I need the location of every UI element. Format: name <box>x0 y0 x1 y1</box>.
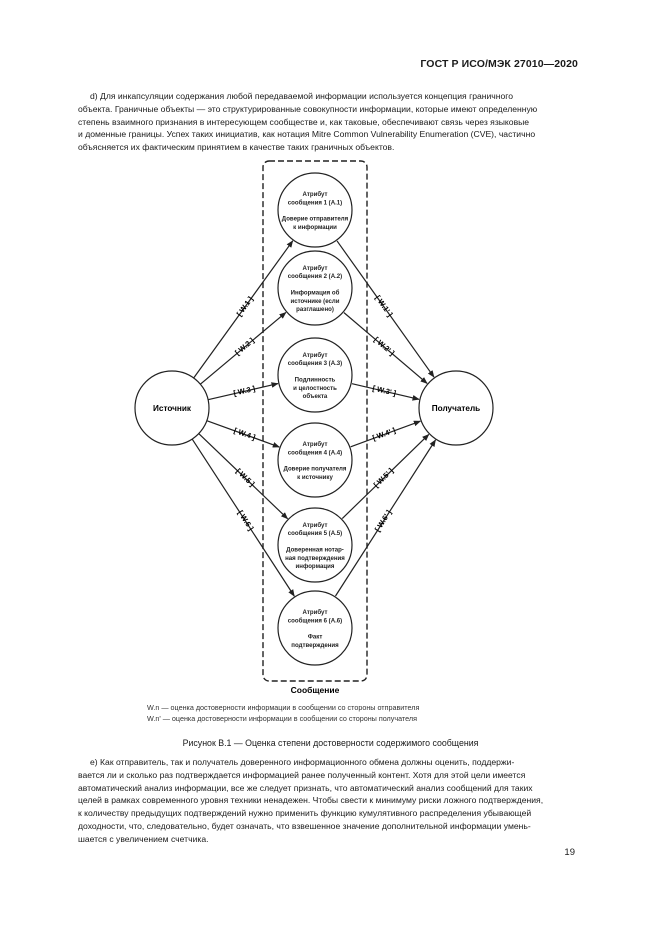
receiver-arrow <box>336 240 435 378</box>
receiver-weight-label: [ W.5' ] <box>372 466 396 489</box>
sender-arrow <box>198 433 289 520</box>
paragraph-e-line: e) Как отправитель, так и получатель дов… <box>90 757 515 767</box>
paragraph-d-line: объясняется их фактическим принятием в к… <box>78 142 395 153</box>
paragraph-e-line: доходности, что, следовательно, будет оз… <box>78 820 531 831</box>
attribute-text: Доверие отправителя <box>282 216 349 223</box>
sender-arrow <box>191 438 295 597</box>
paragraph-d-line: объекта. Граничные объекты — это структу… <box>78 103 538 114</box>
paragraph-d-line: степень взаимного признания в интересующ… <box>78 116 530 127</box>
attribute-node <box>277 172 353 248</box>
attribute-text: сообщения 6 (А.6) <box>288 617 342 624</box>
paragraph-d-line: d) Для инкапсуляции содержания любой пер… <box>90 91 514 101</box>
receiver-weight-label: [ W.2' ] <box>372 335 396 358</box>
paragraph-e-line: шается с увеличением счетчика. <box>78 833 209 844</box>
sender-arrow <box>199 311 287 385</box>
paragraph-e-line: к количеству предыдущих подтверждений ну… <box>78 808 532 819</box>
attribute-text: ная подтверждения <box>285 555 345 562</box>
legend-line-receiver: W.n' — оценка достоверности информации в… <box>147 714 417 723</box>
attribute-node <box>277 337 353 413</box>
paragraph-e: e) Как отправитель, так и получатель дов… <box>78 756 583 846</box>
attribute-text: Атрибут <box>303 352 328 359</box>
attribute-text: Информация об <box>291 290 340 297</box>
sender-arrow <box>207 382 279 401</box>
attribute-node <box>277 590 353 666</box>
source-label: Источник <box>153 404 192 413</box>
attribute-text: Факт <box>308 634 323 641</box>
attribute-text: Атрибут <box>303 265 328 272</box>
sender-weight-label: [ W.2 ] <box>233 336 256 357</box>
figure-caption: Рисунок В.1 — Оценка степени достовернос… <box>182 738 479 748</box>
attribute-text: сообщения 5 (А.5) <box>288 530 342 537</box>
attribute-text: Доверенная нотар- <box>286 547 344 554</box>
attribute-text: Атрибут <box>303 191 328 198</box>
receiver-arrow <box>350 420 422 448</box>
receiver-arrow <box>351 383 420 401</box>
attribute-text: источнике (если <box>290 298 339 305</box>
receiver-weight-label: [ W.4' ] <box>371 426 397 443</box>
receiver-arrow <box>341 433 430 519</box>
source-node <box>134 370 210 446</box>
attribute-text: Атрибут <box>303 441 328 448</box>
attribute-text: разглашено) <box>296 306 334 313</box>
attribute-text: сообщения 2 (А.2) <box>288 273 342 280</box>
receiver-weight-label: [ W.6' ] <box>373 508 394 533</box>
sender-arrow <box>193 240 294 379</box>
page-number: 19 <box>564 847 575 858</box>
paragraph-d: d) Для инкапсуляции содержания любой пер… <box>78 90 583 154</box>
attribute-text: сообщения 4 (А.4) <box>288 449 342 456</box>
receiver-weight-label: [ W.1' ] <box>373 294 394 319</box>
attribute-text: объекта <box>303 393 328 400</box>
receiver-arrow <box>334 439 437 597</box>
paragraph-e-line: автоматический анализ информации, все же… <box>78 782 533 793</box>
receiver-node <box>418 370 494 446</box>
sender-arrow <box>206 420 280 448</box>
message-container <box>262 160 368 682</box>
attribute-node <box>277 250 353 326</box>
sender-weight-label: [ W.3 ] <box>233 384 257 398</box>
paragraph-e-line: вается ли и сколько раз подтверждается и… <box>78 769 526 780</box>
attribute-text: сообщения 1 (А.1) <box>288 199 342 206</box>
attribute-text: информация <box>296 563 335 570</box>
attribute-text: подтверждения <box>291 642 339 649</box>
attribute-text: к источнику <box>297 474 333 481</box>
sender-weight-label: [ W.6 ] <box>236 509 256 533</box>
legend-line-sender: W.n — оценка достоверности информации в … <box>147 703 420 712</box>
receiver-label: Получатель <box>432 404 480 413</box>
receiver-weight-label: [ W.3' ] <box>372 384 398 398</box>
attribute-text: Атрибут <box>303 609 328 616</box>
sender-weight-label: [ W.4 ] <box>233 426 257 442</box>
container-label: Сообщение <box>291 685 340 695</box>
receiver-arrow <box>343 312 428 384</box>
paragraph-d-line: и доменные границы. Успех таких инициати… <box>78 129 536 140</box>
attribute-text: к информации <box>293 224 337 231</box>
attribute-text: и целостность <box>293 385 337 392</box>
attribute-text: Доверие получателя <box>284 466 347 473</box>
attribute-text: сообщения 3 (А.3) <box>288 360 342 367</box>
paragraph-e-line: целей в рамках современного уровня техни… <box>78 795 544 806</box>
attribute-text: Атрибут <box>303 522 328 529</box>
standard-header: ГОСТ Р ИСО/МЭК 27010—2020 <box>420 58 578 70</box>
attribute-node <box>277 507 353 583</box>
attribute-text: Подлинность <box>295 377 336 384</box>
attribute-node <box>277 422 353 498</box>
